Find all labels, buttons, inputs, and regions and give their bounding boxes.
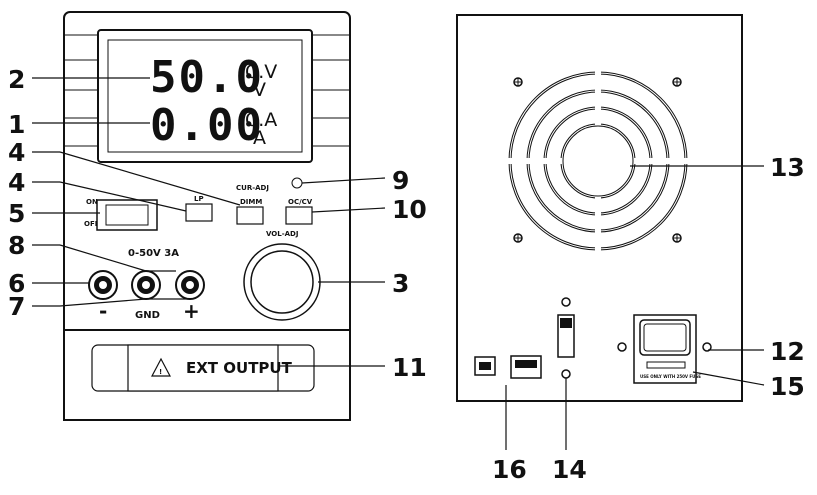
callout-14: 14 (552, 455, 587, 484)
callout-13: 13 (770, 153, 805, 182)
fan-grille (507, 70, 689, 252)
ocp-button[interactable] (285, 206, 313, 225)
callout-9: 9 (392, 166, 409, 195)
callout-12: 12 (770, 337, 805, 366)
ac-inlet[interactable]: USE ONLY WITH 250V FUSE (617, 314, 712, 384)
callout-15: 15 (770, 372, 805, 401)
callout-11: 11 (392, 353, 427, 382)
ext-output-panel[interactable]: ! EXT OUTPUT (63, 329, 351, 421)
voltage-reading: 50.0 (150, 52, 264, 103)
callout-6: 6 (8, 269, 25, 298)
lp-button[interactable] (185, 203, 213, 222)
power-off-label: OFF (84, 220, 100, 228)
callout-4a: 4 (8, 138, 25, 167)
callout-1: 1 (8, 110, 25, 139)
dimm-label: DIMM (240, 198, 262, 206)
current-reading: 0.00 (150, 100, 264, 151)
rear-callouts: 13 12 15 16 14 (492, 153, 805, 484)
rear-panel: USE ONLY WITH 250V FUSE (456, 14, 743, 402)
callout-4b: 4 (8, 168, 25, 197)
warning-triangle-icon (151, 357, 171, 377)
front-panel: 50.0 C.V V 0.00 C.A A ON OFF LP CUR-ADJ … (63, 11, 351, 421)
terminal-gnd[interactable] (131, 270, 161, 300)
callout-8: 8 (8, 231, 25, 260)
vol-adj-label: VOL-ADJ (266, 230, 298, 238)
front-callouts: 2 1 4 4 5 8 6 7 9 10 3 11 (8, 65, 427, 382)
minus-label: - (99, 299, 107, 323)
dimm-button[interactable] (236, 206, 264, 225)
voltage-unit: V (253, 79, 266, 101)
plus-label: + (183, 299, 200, 323)
voltage-selector-switch[interactable] (557, 297, 575, 379)
fan-screws (513, 77, 682, 243)
callout-3: 3 (392, 269, 409, 298)
callout-5: 5 (8, 199, 25, 228)
fuse-text: USE ONLY WITH 250V FUSE (640, 374, 701, 379)
current-mode: C.A (245, 109, 277, 131)
power-on-label: ON (86, 198, 98, 206)
cur-adj-label: CUR-ADJ (236, 184, 269, 192)
callout-16: 16 (492, 455, 527, 484)
terminal-plus[interactable] (175, 270, 205, 300)
lp-label: LP (194, 195, 204, 203)
gnd-label: GND (135, 310, 160, 321)
output-range-label: 0-50V 3A (128, 248, 179, 259)
voltage-mode: C.V (245, 61, 277, 83)
callout-7: 7 (8, 292, 25, 321)
cur-adj-knob[interactable] (291, 177, 303, 189)
ocp-label: OC/CV (288, 198, 313, 206)
terminal-minus[interactable] (88, 270, 118, 300)
current-unit: A (253, 127, 266, 149)
warning-symbol: ! (159, 368, 162, 376)
ext-output-label: EXT OUTPUT (186, 359, 293, 377)
callout-10: 10 (392, 195, 427, 224)
callout-2: 2 (8, 65, 25, 94)
